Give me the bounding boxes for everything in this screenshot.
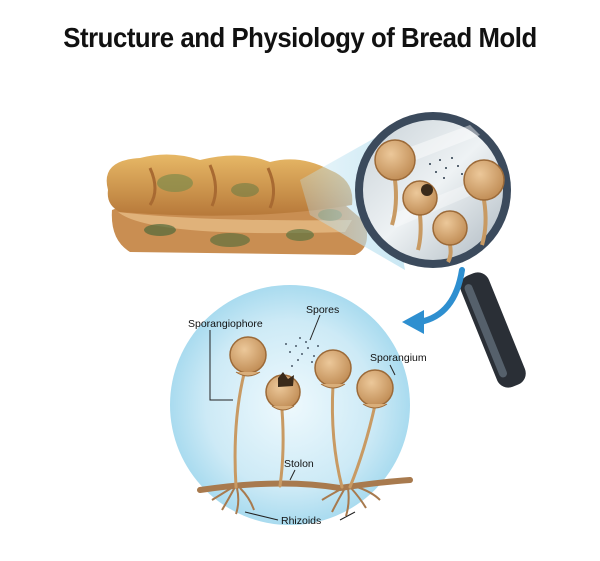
rhizoids-right [321,486,381,517]
label-sporangiophore: Sporangiophore [188,318,263,330]
sporangiophore-3 [330,383,344,489]
leader-spores [309,314,321,341]
stolon [197,477,413,493]
leader-sporangiophore [209,330,233,401]
page-title: Structure and Physiology of Bread Mold [63,22,537,53]
magnifying-glass-icon [355,112,526,388]
sporangium-4 [356,369,394,409]
moldy-bread [106,154,368,255]
leader-stolon [289,469,296,481]
label-spores: Spores [306,304,339,316]
sporangiophore-2 [278,408,285,488]
spores-cloud [285,337,319,367]
sporangium-3 [314,349,352,389]
sporangiophore-1 [233,368,247,489]
curved-arrow-icon [402,267,465,334]
label-rhizoids: Rhizoids [281,515,321,527]
sporangium-2-bursting [265,372,301,411]
leader-rhizoids [244,511,356,521]
leader-sporangium [389,364,396,376]
lens-sporangia [374,139,505,263]
sporangiophore-4 [348,403,377,489]
sporangium-1 [229,336,267,377]
rhizoids-left [211,486,255,515]
mold-structure-detail: Sporangiophore Spores Sporangium Stolon … [170,285,427,527]
label-stolon: Stolon [284,458,314,470]
label-sporangium: Sporangium [370,352,427,364]
